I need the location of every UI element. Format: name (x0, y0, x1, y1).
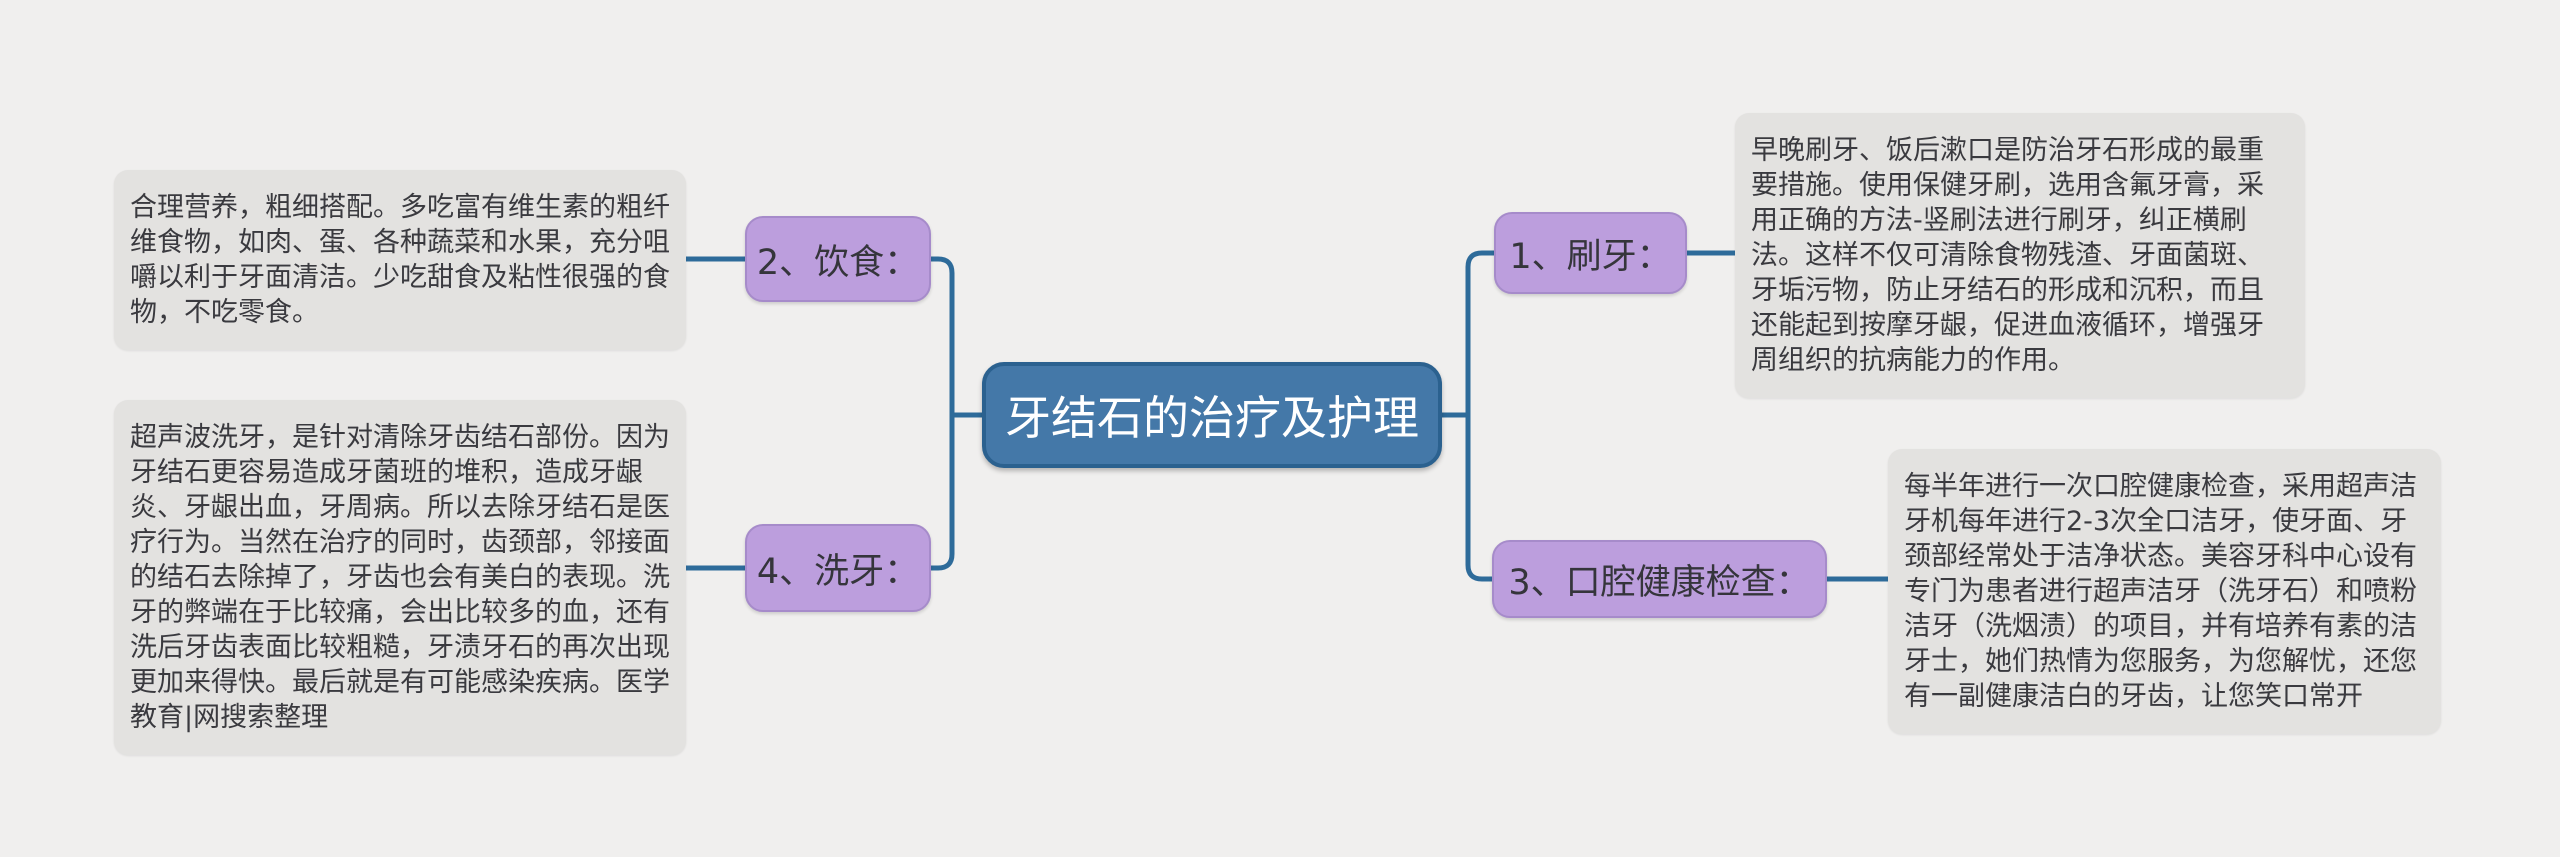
detail-block-checkup[interactable]: 每半年进行一次口腔健康检查，采用超声洁牙机每年进行2-3次全口洁牙，使牙面、牙颈… (1888, 449, 2441, 734)
detail-block-scaling[interactable]: 超声波洗牙，是针对清除牙齿结石部份。因为牙结石更容易造成牙菌班的堆积，造成牙龈炎… (114, 400, 686, 755)
detail-block-brushing[interactable]: 早晚刷牙、饭后漱口是防治牙石形成的最重要措施。使用保健牙刷，选用含氟牙膏，采用正… (1735, 113, 2305, 398)
detail-block-diet[interactable]: 合理营养，粗细搭配。多吃富有维生素的粗纤维食物，如肉、蛋、各种蔬菜和水果，充分咀… (114, 170, 686, 350)
connector-right-trunk (1465, 250, 1494, 582)
branch-node-diet[interactable]: 2、饮食： (745, 216, 931, 302)
branch-node-brushing[interactable]: 1、刷牙： (1494, 212, 1687, 294)
central-topic-node[interactable]: 牙结石的治疗及护理 (982, 362, 1442, 468)
connector-left-trunk (931, 256, 955, 571)
branch-node-scaling[interactable]: 4、洗牙： (745, 524, 931, 612)
branch-node-checkup[interactable]: 3、口腔健康检查： (1492, 540, 1827, 618)
